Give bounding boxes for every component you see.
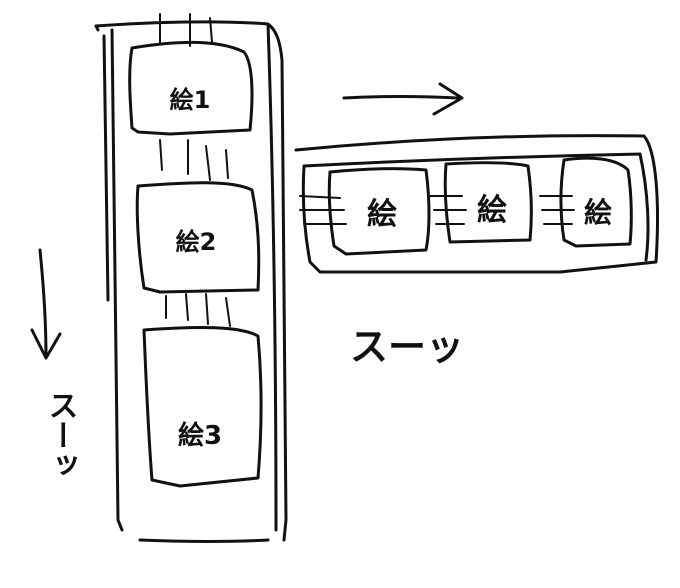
vertical-strip: 絵1 絵2 絵3 スーッ	[30, 13, 288, 543]
right-arrow-icon	[342, 82, 464, 116]
horizontal-scroll-label: スーッ	[350, 325, 464, 369]
horizontal-strip: 絵 絵 絵 スーッ	[294, 82, 659, 369]
vertical-panel-3-label: 絵3	[178, 420, 222, 451]
vertical-panel-2: 絵2	[135, 139, 261, 294]
vertical-panel-2-label: 絵2	[176, 228, 217, 256]
horizontal-panel-1: 絵	[299, 167, 431, 256]
vertical-panel-3: 絵3	[142, 293, 263, 488]
horizontal-panel-3-label: 絵	[584, 196, 612, 229]
vertical-panel-1: 絵1	[128, 13, 254, 136]
horizontal-frame	[294, 134, 659, 274]
vertical-frame-bottom	[138, 538, 270, 543]
horizontal-panel-2: 絵	[429, 161, 533, 244]
vertical-scroll-label: スーッ	[43, 390, 78, 480]
horizontal-panel-1-label: 絵	[367, 197, 397, 232]
horizontal-panel-3: 絵	[539, 156, 633, 248]
vertical-panel-1-label: 絵1	[170, 86, 211, 114]
down-arrow-icon	[30, 248, 62, 360]
vertical-frame	[94, 20, 288, 542]
horizontal-panel-2-label: 絵	[477, 193, 507, 228]
